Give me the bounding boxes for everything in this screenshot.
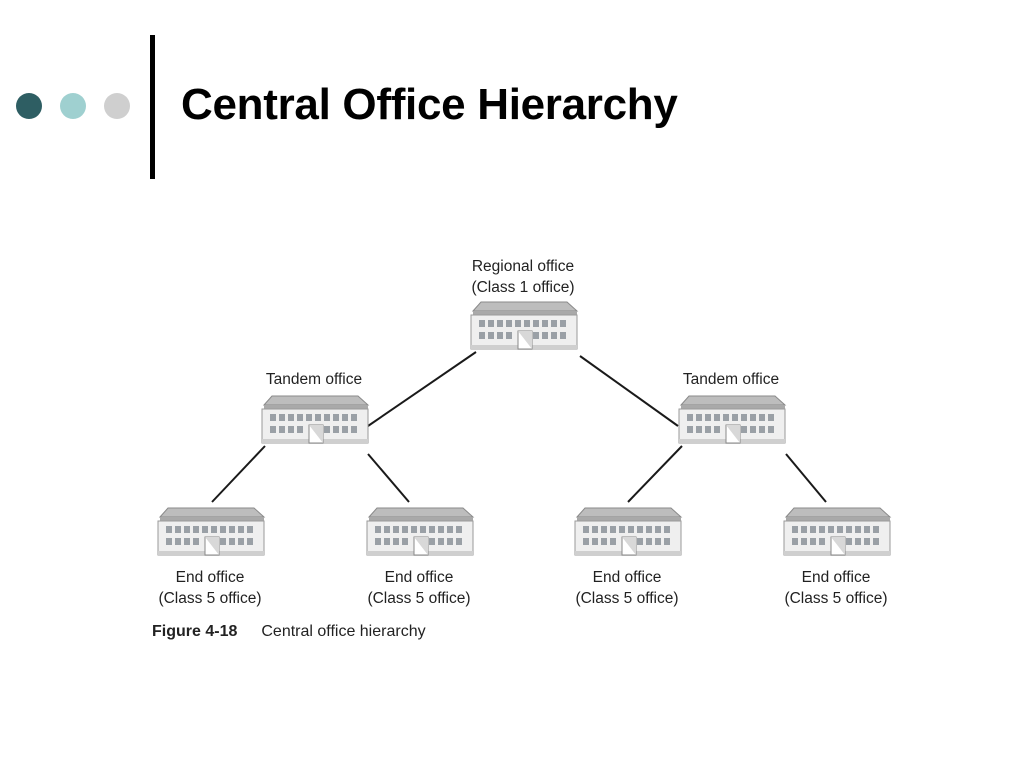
title-divider (150, 35, 155, 179)
connector-tandem-left-to-end-2 (367, 453, 410, 503)
connector-regional-to-tandem-left (367, 351, 477, 427)
end-office-3-name: End office (592, 569, 662, 586)
end-3-building-icon (574, 507, 682, 557)
end-office-3-label: End office (Class 5 office) (575, 567, 678, 609)
end-office-4-name: End office (801, 569, 871, 586)
connector-regional-to-tandem-right (579, 355, 679, 427)
figure-number: Figure 4-18 (152, 623, 238, 640)
bullet-dot-dark (16, 93, 42, 119)
end-4-building-icon (783, 507, 891, 557)
end-office-2-label: End office (Class 5 office) (367, 567, 470, 609)
end-office-4-label: End office (Class 5 office) (784, 567, 887, 609)
end-office-1-label: End office (Class 5 office) (158, 567, 261, 609)
connector-tandem-right-to-end-3 (627, 445, 683, 503)
end-1-building-icon (157, 507, 265, 557)
regional-building-icon (470, 301, 578, 351)
office-buildings (157, 301, 891, 557)
bullet-dot-light (60, 93, 86, 119)
figure-caption: Figure 4-18 Central office hierarchy (152, 623, 426, 641)
tandem-office-right-label: Tandem office (683, 369, 779, 390)
slide-title: Central Office Hierarchy (181, 80, 678, 129)
regional-office-label: Regional office (Class 1 office) (471, 256, 574, 298)
end-office-2-class: (Class 5 office) (367, 590, 471, 607)
slide-bullets (16, 93, 136, 121)
figure-caption-text: Central office hierarchy (261, 623, 426, 640)
regional-office-class: (Class 1 office) (471, 279, 575, 296)
regional-office-name: Regional office (471, 258, 575, 275)
connector-tandem-right-to-end-4 (785, 453, 827, 503)
end-office-3-class: (Class 5 office) (575, 590, 679, 607)
end-office-1-name: End office (175, 569, 245, 586)
tandem-left-building-icon (261, 395, 369, 445)
connector-tandem-left-to-end-1 (211, 445, 266, 503)
end-office-1-class: (Class 5 office) (158, 590, 262, 607)
end-office-4-class: (Class 5 office) (784, 590, 888, 607)
end-office-2-name: End office (384, 569, 454, 586)
bullet-dot-gray (104, 93, 130, 119)
tandem-office-left-name: Tandem office (265, 371, 363, 388)
end-2-building-icon (366, 507, 474, 557)
hierarchy-connectors (211, 351, 827, 503)
tandem-office-left-label: Tandem office (266, 369, 362, 390)
tandem-office-right-name: Tandem office (682, 371, 780, 388)
tandem-right-building-icon (678, 395, 786, 445)
